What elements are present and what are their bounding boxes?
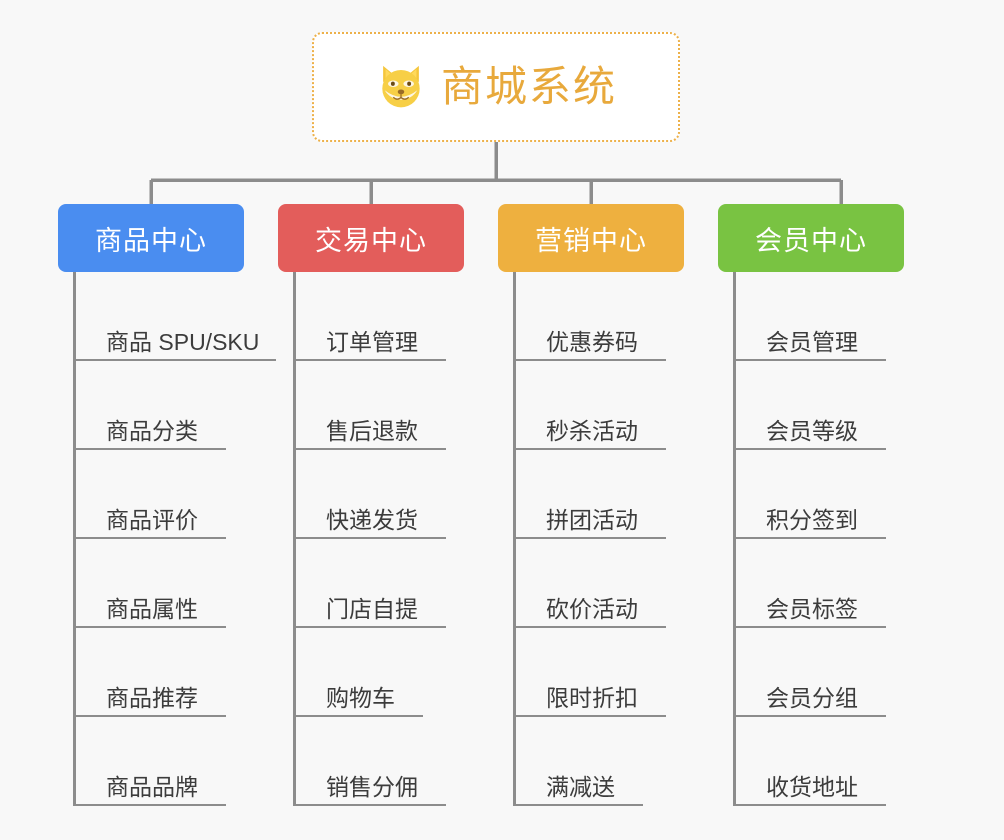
leaf-label: 优惠券码	[546, 328, 638, 355]
list-item[interactable]: 会员标签	[736, 539, 938, 628]
list-item[interactable]: 商品 SPU/SKU	[76, 272, 278, 361]
list-item[interactable]: 快递发货	[296, 450, 498, 539]
leaf-underline	[736, 715, 886, 717]
branch-header-3[interactable]: 会员中心	[718, 204, 904, 272]
list-item[interactable]: 会员管理	[736, 272, 938, 361]
list-item[interactable]: 商品品牌	[76, 717, 278, 806]
branch-header-1[interactable]: 交易中心	[278, 204, 464, 272]
leaf-label: 砍价活动	[546, 595, 638, 622]
list-item[interactable]: 满减送	[516, 717, 718, 806]
list-item[interactable]: 商品评价	[76, 450, 278, 539]
leaf-label: 拼团活动	[546, 506, 638, 533]
leaf-underline	[516, 448, 666, 450]
list-item[interactable]: 会员等级	[736, 361, 938, 450]
list-item[interactable]: 购物车	[296, 628, 498, 717]
leaf-underline	[76, 715, 226, 717]
list-item[interactable]: 收货地址	[736, 717, 938, 806]
list-item[interactable]: 订单管理	[296, 272, 498, 361]
list-item[interactable]: 商品推荐	[76, 628, 278, 717]
leaf-label: 商品推荐	[106, 684, 198, 711]
leaf-label: 售后退款	[326, 417, 418, 444]
leaf-label: 会员管理	[766, 328, 858, 355]
leaf-underline	[516, 715, 666, 717]
branch-column-1: 交易中心 订单管理 售后退款 快递发货 门店自提	[278, 204, 498, 806]
leaf-label: 限时折扣	[546, 684, 638, 711]
leaf-label: 购物车	[326, 684, 395, 711]
leaf-underline	[736, 804, 886, 806]
list-item[interactable]: 门店自提	[296, 539, 498, 628]
leaf-underline	[736, 448, 886, 450]
leaf-underline	[296, 537, 446, 539]
leaf-underline	[296, 448, 446, 450]
list-item[interactable]: 秒杀活动	[516, 361, 718, 450]
leaf-label: 收货地址	[766, 773, 858, 800]
leaf-label: 会员分组	[766, 684, 858, 711]
branch-header-label: 商品中心	[95, 225, 207, 256]
leaf-label: 销售分佣	[326, 773, 418, 800]
leaf-underline	[76, 359, 276, 361]
leaf-label: 商品品牌	[106, 773, 198, 800]
branch-header-label: 交易中心	[315, 225, 427, 256]
list-item[interactable]: 积分签到	[736, 450, 938, 539]
leaf-underline	[516, 804, 643, 806]
list-item[interactable]: 优惠券码	[516, 272, 718, 361]
leaf-underline	[296, 626, 446, 628]
branch-column-2: 营销中心 优惠券码 秒杀活动 拼团活动 砍价活动	[498, 204, 718, 806]
leaf-label: 会员标签	[766, 595, 858, 622]
list-item[interactable]: 拼团活动	[516, 450, 718, 539]
leaf-underline	[516, 626, 666, 628]
branch-header-2[interactable]: 营销中心	[498, 204, 684, 272]
leaf-underline	[516, 359, 666, 361]
leaf-underline	[76, 804, 226, 806]
branch-column-3: 会员中心 会员管理 会员等级 积分签到 会员标签	[718, 204, 938, 806]
leaf-underline	[516, 537, 666, 539]
list-item[interactable]: 商品属性	[76, 539, 278, 628]
branch-header-label: 营销中心	[535, 225, 647, 256]
leaf-underline	[736, 359, 886, 361]
list-item[interactable]: 商品分类	[76, 361, 278, 450]
leaf-label: 会员等级	[766, 417, 858, 444]
branch-column-0: 商品中心 商品 SPU/SKU 商品分类 商品评价 商品属性	[58, 204, 278, 806]
root-node[interactable]: 商城系统	[312, 32, 680, 142]
leaf-label: 满减送	[546, 773, 615, 800]
list-item[interactable]: 销售分佣	[296, 717, 498, 806]
leaf-label: 商品分类	[106, 417, 198, 444]
leaf-label: 商品 SPU/SKU	[106, 328, 260, 355]
leaf-label: 快递发货	[326, 506, 418, 533]
leaf-underline	[296, 715, 423, 717]
list-item[interactable]: 砍价活动	[516, 539, 718, 628]
root-title: 商城系统	[440, 63, 617, 110]
list-item[interactable]: 限时折扣	[516, 628, 718, 717]
shiba-dog-face-icon	[382, 65, 420, 109]
branch-columns: 商品中心 商品 SPU/SKU 商品分类 商品评价 商品属性	[0, 204, 1004, 840]
leaf-underline	[296, 359, 446, 361]
leaf-label: 商品属性	[106, 595, 198, 622]
leaf-list-0: 商品 SPU/SKU 商品分类 商品评价 商品属性 商品推荐	[73, 272, 278, 806]
leaf-underline	[296, 804, 446, 806]
list-item[interactable]: 会员分组	[736, 628, 938, 717]
leaf-label: 订单管理	[326, 328, 418, 355]
leaf-label: 门店自提	[326, 595, 418, 622]
list-item[interactable]: 售后退款	[296, 361, 498, 450]
leaf-underline	[76, 448, 226, 450]
leaf-list-1: 订单管理 售后退款 快递发货 门店自提 购物车	[293, 272, 498, 806]
leaf-label: 积分签到	[766, 506, 858, 533]
leaf-list-2: 优惠券码 秒杀活动 拼团活动 砍价活动 限时折扣	[513, 272, 718, 806]
leaf-label: 商品评价	[106, 506, 198, 533]
leaf-underline	[736, 537, 886, 539]
branch-header-0[interactable]: 商品中心	[58, 204, 244, 272]
branch-header-label: 会员中心	[755, 225, 867, 256]
leaf-list-3: 会员管理 会员等级 积分签到 会员标签 会员分组	[733, 272, 938, 806]
leaf-underline	[76, 537, 226, 539]
leaf-underline	[736, 626, 886, 628]
leaf-underline	[76, 626, 226, 628]
leaf-label: 秒杀活动	[546, 417, 638, 444]
